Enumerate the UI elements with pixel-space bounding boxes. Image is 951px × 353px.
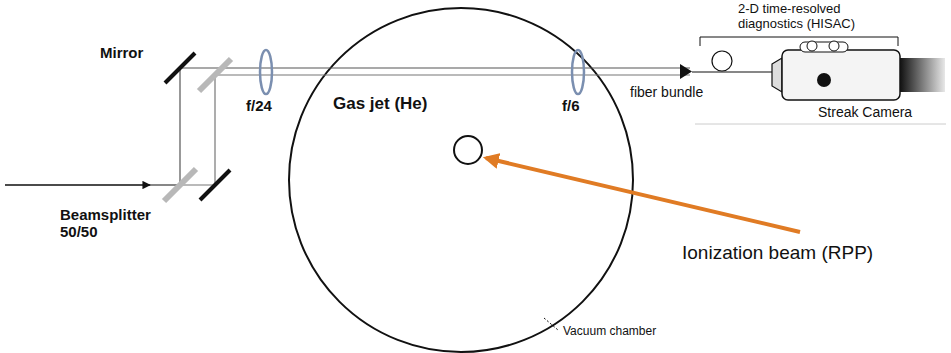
leader-line bbox=[544, 318, 558, 330]
part-label: Streak Camera bbox=[818, 104, 912, 120]
camera-reel bbox=[829, 41, 839, 51]
part-label: f/24 bbox=[246, 97, 272, 114]
input-arrow bbox=[5, 184, 150, 185]
beamsplitter bbox=[164, 169, 196, 201]
baseline bbox=[695, 124, 946, 125]
part-label: Mirror bbox=[100, 44, 143, 61]
ionization-beam bbox=[486, 158, 800, 232]
fiber-loop bbox=[712, 51, 732, 71]
part-label: Beamsplitter 50/50 bbox=[60, 206, 170, 241]
part-label: Gas jet (He) bbox=[333, 94, 427, 114]
beamsplitter bbox=[199, 59, 231, 91]
beam-path bbox=[180, 75, 690, 185]
camera-reel bbox=[807, 41, 817, 51]
part-label: f/6 bbox=[562, 97, 580, 114]
lens bbox=[572, 50, 584, 94]
camera-tail bbox=[900, 58, 945, 92]
camera-dot bbox=[817, 73, 831, 87]
camera-body bbox=[782, 50, 900, 100]
mirror bbox=[200, 170, 230, 200]
beam-path bbox=[180, 68, 690, 185]
gas-jet bbox=[454, 136, 482, 164]
camera-top bbox=[800, 42, 848, 52]
part-label: Ionization beam (RPP) bbox=[682, 242, 873, 264]
camera-lens bbox=[772, 58, 782, 92]
part-label: Vacuum chamber bbox=[563, 325, 656, 339]
fiber-tip bbox=[680, 64, 692, 79]
input-beam bbox=[5, 184, 180, 185]
part-label: 2-D time-resolved diagnostics (HISAC) bbox=[738, 2, 896, 32]
part-label: fiber bundle bbox=[630, 84, 703, 100]
bracket bbox=[700, 37, 898, 46]
lens bbox=[260, 50, 272, 94]
mirror bbox=[165, 53, 195, 83]
fiber bbox=[692, 71, 772, 72]
